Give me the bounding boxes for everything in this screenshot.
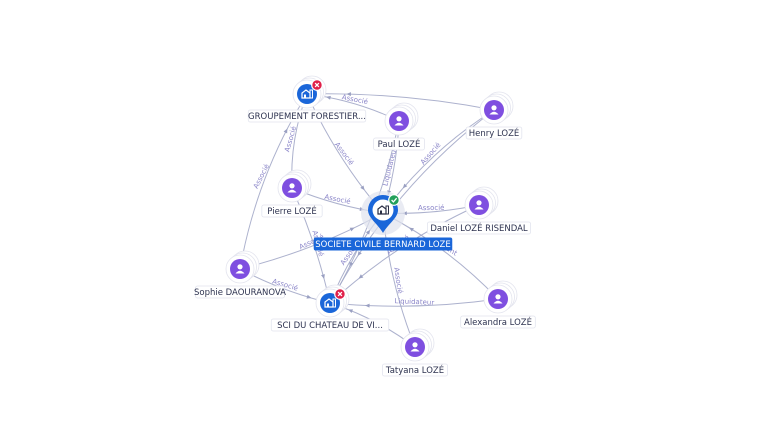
edge-label: Associé: [392, 267, 404, 294]
person-icon: [410, 342, 420, 352]
building-icon: [301, 89, 313, 99]
edge-arrow: [349, 227, 355, 232]
node-gf[interactable]: GROUPEMENT FORESTIER...: [247, 75, 367, 123]
building-icon: [324, 298, 336, 308]
node-center[interactable]: SOCIETE CIVILE BERNARD LOZE: [313, 191, 453, 251]
node-label: SCI DU CHATEAU DE VI...: [277, 321, 383, 331]
check-icon: [388, 194, 400, 206]
node-label-box: [270, 318, 390, 332]
node-label-box: [426, 221, 531, 235]
person-icon: [235, 264, 245, 274]
edge-arrow: [402, 183, 408, 189]
person-icon: [287, 183, 297, 193]
edge-arrow: [357, 251, 362, 256]
edge-arrow: [360, 185, 365, 191]
node-label: Alexandra LOZÉ: [464, 316, 532, 328]
edge-label: Associé: [283, 125, 298, 153]
edge-label: Associé: [418, 204, 445, 212]
edge-arrow: [306, 294, 312, 299]
node-label: Tatyana LOZÉ: [385, 364, 444, 376]
company-node-circle: [297, 84, 317, 104]
node-sophie[interactable]: Sophie DAOURANOVA: [194, 250, 286, 299]
person-icon: [474, 200, 484, 210]
node-tatyana[interactable]: Tatyana LOZÉ: [382, 328, 448, 377]
node-label: Paul LOZÉ: [378, 138, 421, 150]
edge-arrow: [409, 227, 414, 232]
person-icon: [493, 294, 503, 304]
edge-label: Associé: [333, 141, 355, 167]
node-label: GROUPEMENT FORESTIER...: [248, 112, 366, 122]
node-label-box: [261, 204, 323, 218]
node-label: Daniel LOZÉ RISENDAL: [430, 222, 528, 234]
edge-henry-gf: [306, 93, 495, 111]
edge-arrow: [349, 261, 354, 267]
nodes-layer: GROUPEMENT FORESTIER... SCI DU CHATEAU DE…: [194, 75, 536, 377]
node-alexandra[interactable]: Alexandra LOZÉ: [460, 280, 536, 329]
company-node-circle: [320, 293, 340, 313]
edge-label: Liquidateur: [394, 297, 434, 307]
node-label-box: [465, 126, 523, 140]
edge-arrow: [321, 274, 325, 279]
node-label-box: [373, 137, 425, 151]
edge-arrow: [348, 309, 354, 314]
edge-alexandra-sci: [329, 298, 499, 307]
node-label-box: [382, 363, 448, 377]
node-label-box: [313, 237, 453, 251]
person-icon: [394, 116, 404, 126]
edge-arrow: [365, 229, 371, 235]
node-daniel[interactable]: Daniel LOZÉ RISENDAL: [426, 186, 531, 235]
node-pierre[interactable]: Pierre LOZÉ: [261, 169, 323, 218]
edge-arrow: [346, 92, 351, 97]
node-label: SOCIETE CIVILE BERNARD LOZE: [315, 240, 451, 250]
close-icon: [334, 288, 346, 300]
close-icon: [311, 79, 323, 91]
node-label: Henry LOZÉ: [469, 127, 520, 139]
node-label: Pierre LOZÉ: [267, 205, 316, 217]
edge-arrow: [365, 303, 370, 308]
edge-arrow: [358, 274, 364, 279]
node-label-box: [195, 285, 285, 299]
node-sci[interactable]: SCI DU CHATEAU DE VI...: [270, 284, 390, 332]
node-label-box: [460, 315, 536, 329]
building-icon: [377, 205, 389, 215]
person-icon: [489, 105, 499, 115]
node-henry[interactable]: Henry LOZÉ: [465, 91, 523, 140]
edge-arrow: [326, 95, 331, 100]
node-paul[interactable]: Paul LOZÉ: [373, 102, 425, 151]
edge-label: Associé: [252, 163, 271, 190]
edge-arrow: [283, 128, 288, 134]
node-label-box: [247, 109, 367, 123]
node-label: Sophie DAOURANOVA: [194, 288, 286, 298]
